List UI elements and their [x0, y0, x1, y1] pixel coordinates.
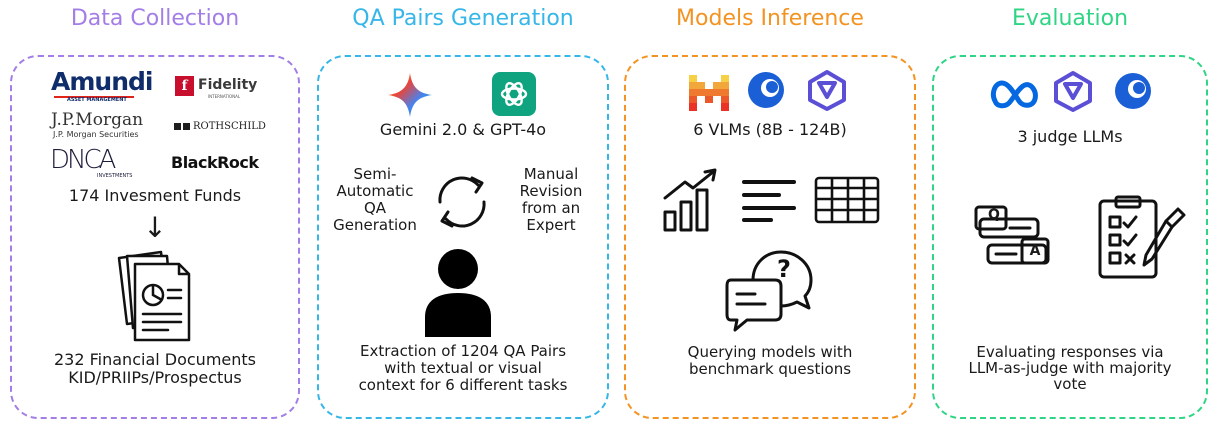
deepseek-icon-eval — [1115, 73, 1151, 109]
question-mark: ? — [777, 255, 791, 283]
manual-revision-line1: Manual — [523, 165, 579, 183]
growth-chart-icon — [663, 168, 717, 232]
qa-extraction-label: Extraction of 1204 QA Pairs with textual… — [327, 343, 599, 394]
manual-revision-line3: from an — [521, 199, 581, 217]
stage-title-data-collection: Data Collection — [70, 6, 240, 31]
fidelity-logo: Fidelity — [198, 77, 258, 93]
querying-line2: benchmark questions — [688, 360, 852, 378]
qa-extraction-line2: with textual or visual — [384, 359, 542, 377]
amundi-logo: Amundi — [51, 67, 153, 96]
panel-evaluation — [932, 55, 1208, 419]
fidelity-subtitle: INTERNATIONAL — [208, 94, 241, 99]
semi-automatic-line4: Generation — [333, 216, 417, 234]
document-stack-icon — [117, 250, 191, 342]
amundi-underline — [54, 96, 134, 98]
qa-card-q-letter: Q — [988, 207, 1000, 223]
stage-title-qa-generation: QA Pairs Generation — [352, 6, 574, 31]
gemini-icon — [388, 73, 432, 117]
manual-revision-line2: Revision — [519, 182, 583, 200]
qa-card-a-letter: A — [1029, 243, 1041, 259]
qwen-icon — [808, 70, 846, 111]
stage-title-models-inference: Models Inference — [676, 6, 864, 31]
rothschild-logo: ROTHSCHILD — [193, 121, 266, 132]
semi-automatic-line1: Semi- — [353, 165, 397, 183]
refresh-icon — [438, 176, 486, 228]
jpmorgan-subtitle: J.P. Morgan Securities — [53, 130, 139, 139]
rothschild-mark — [174, 123, 181, 130]
chat-question-icon — [725, 250, 813, 332]
querying-label: Querying models with benchmark questions — [634, 344, 906, 378]
jpmorgan-logo: J.P.Morgan — [51, 110, 144, 130]
amundi-subtitle: ASSET MANAGEMENT — [67, 97, 127, 103]
vlms-label: 6 VLMs (8B - 124B) — [693, 120, 847, 139]
documents-label-line1: 232 Financial Documents — [54, 350, 256, 369]
evaluating-line2: LLM-as-judge with majority — [968, 359, 1172, 377]
text-lines-icon — [742, 180, 796, 222]
meta-icon — [990, 80, 1038, 109]
panel-models-inference — [624, 55, 916, 419]
panel-data-collection — [10, 55, 300, 419]
rothschild-mark-2 — [183, 123, 190, 130]
person-icon — [425, 249, 491, 337]
qa-models-label: Gemini 2.0 & GPT-4o — [379, 120, 547, 139]
stage-title-evaluation: Evaluation — [1011, 6, 1129, 31]
semi-automatic-line3: QA — [363, 199, 387, 217]
mistral-icon — [689, 75, 729, 111]
qwen-icon-eval — [1054, 71, 1092, 112]
judges-label: 3 judge LLMs — [1017, 127, 1123, 146]
manual-revision-line4: Expert — [526, 216, 576, 234]
blackrock-logo: BlackRock — [171, 153, 259, 172]
fidelity-mark: f — [175, 76, 194, 96]
evaluating-label: Evaluating responses via LLM-as-judge wi… — [942, 344, 1198, 392]
deepseek-icon — [748, 72, 784, 108]
manual-revision-label: Manual Revision from an Expert — [497, 166, 605, 234]
checklist-icon — [1098, 195, 1186, 279]
chatgpt-icon — [492, 72, 536, 116]
funds-label: 174 Invesment Funds — [68, 186, 242, 205]
semi-automatic-line2: Automatic — [336, 182, 414, 200]
semi-automatic-label: Semi- Automatic QA Generation — [320, 166, 430, 234]
table-icon — [814, 176, 880, 224]
panel-qa-generation — [317, 55, 609, 419]
evaluating-line1: Evaluating responses via — [976, 343, 1164, 361]
querying-line1: Querying models with — [687, 343, 853, 361]
qa-extraction-line1: Extraction of 1204 QA Pairs — [359, 342, 567, 360]
down-arrow-icon: ↓ — [143, 211, 167, 244]
dnca-logo: DNCA — [50, 145, 116, 175]
qa-cards-icon — [974, 205, 1050, 265]
dnca-subtitle: INVESTMENTS — [97, 173, 133, 179]
documents-label-line2: KID/PRIIPs/Prospectus — [68, 368, 242, 387]
qa-extraction-line3: context for 6 different tasks — [358, 376, 568, 394]
evaluating-line3: vote — [1053, 375, 1087, 393]
